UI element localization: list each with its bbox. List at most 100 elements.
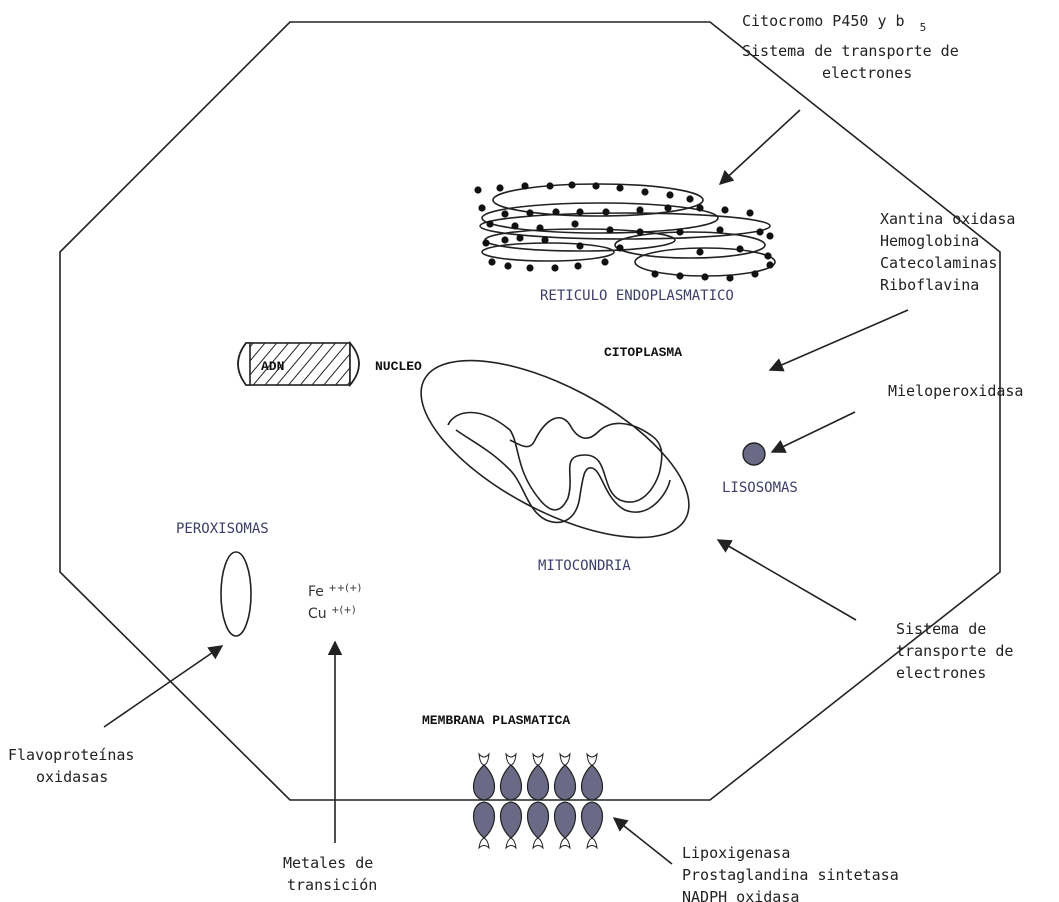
ribosome-dot — [516, 234, 523, 241]
cytochrome-title: Citocromo P450 y b — [742, 12, 905, 30]
ribosome-dot — [736, 245, 743, 252]
peroxisome — [221, 552, 251, 636]
ribosome-dot — [526, 264, 533, 271]
ribosome-dot — [696, 248, 703, 255]
ribosome-dot — [664, 204, 671, 211]
ribosome-dot — [504, 262, 511, 269]
mitochondrion — [395, 325, 715, 573]
metales-line1: Metales de — [283, 854, 373, 872]
cell-membrane-outline — [60, 22, 1000, 800]
ribosome-dot — [766, 261, 773, 268]
mito-transport-line3: electrones — [896, 664, 986, 682]
flavo-line2: oxidasas — [36, 768, 108, 786]
membrane-protein-cap — [533, 754, 543, 765]
ribosome-dot — [606, 226, 613, 233]
ribosome-dot — [576, 242, 583, 249]
fe-label: Fe ++(+) — [308, 583, 361, 600]
citoplasma-label: CITOPLASMA — [604, 345, 682, 360]
ribosome-dot — [474, 186, 481, 193]
ribosome-dot — [602, 208, 609, 215]
membrane-protein-cap — [560, 838, 570, 848]
ribosome-dot — [501, 236, 508, 243]
ribosome-dot — [686, 195, 693, 202]
membrane-protein-cap — [506, 838, 516, 848]
ribosome-dot — [551, 264, 558, 271]
ribosome-dot — [574, 262, 581, 269]
membrane-protein-cap — [560, 754, 570, 765]
ribosome-dot — [616, 244, 623, 251]
ribosome-dot — [536, 224, 543, 231]
ribosome-dot — [521, 182, 528, 189]
mitochondria-arrow — [718, 540, 856, 620]
ribosome-dot — [746, 209, 753, 216]
ribosome-dot — [552, 208, 559, 215]
metales-line2: transición — [287, 876, 377, 894]
ribosome-dot — [721, 206, 728, 213]
membrana-label: MEMBRANA PLASMATICA — [422, 713, 570, 728]
ribosome-dot — [486, 220, 493, 227]
ribosome-dot — [601, 258, 608, 265]
lipox-line1: Lipoxigenasa — [682, 844, 790, 862]
membrane-proteins — [474, 754, 603, 848]
ribosome-dot — [756, 228, 763, 235]
membrane-protein-cap — [506, 754, 516, 765]
ribosome-dot — [576, 208, 583, 215]
er-transport-line2: electrones — [822, 64, 912, 82]
reticulo-label: RETICULO ENDOPLASMATICO — [540, 288, 734, 304]
membrane-protein-cap — [587, 754, 597, 765]
endoplasmic-reticulum — [474, 181, 775, 281]
cytochrome-subscript: 5 — [920, 21, 927, 34]
ribosome-dot — [766, 232, 773, 239]
er-arrow — [720, 110, 800, 184]
ribosome-dot — [636, 228, 643, 235]
membrane-protein-lower — [555, 802, 576, 838]
fe-base: Fe — [308, 584, 324, 600]
lipox-line3: NADPH oxidasa — [682, 888, 799, 902]
mito-transport-line2: transporte de — [896, 642, 1013, 660]
ribosome-dot — [568, 181, 575, 188]
membrane-protein-upper — [501, 765, 522, 800]
ribosome-dot — [546, 182, 553, 189]
ribosome-dot — [676, 272, 683, 279]
lipox-line2: Prostaglandina sintetasa — [682, 866, 899, 884]
membrane-protein-upper — [474, 765, 495, 800]
mieloperoxidasa-label: Mieloperoxidasa — [888, 382, 1023, 400]
xantina-label: Xantina oxidasa — [880, 210, 1015, 228]
catecolaminas-label: Catecolaminas — [880, 254, 997, 272]
membrane-protein-upper — [528, 765, 549, 800]
cu-charge: +(+) — [331, 605, 356, 616]
ribosome-dot — [511, 222, 518, 229]
nucleus — [238, 343, 359, 385]
ribosome-dot — [526, 209, 533, 216]
ribosome-dot — [636, 206, 643, 213]
membrane-protein-lower — [582, 802, 603, 838]
ribosome-dot — [751, 270, 758, 277]
ribosome-dot — [501, 210, 508, 217]
peroxisomas-label: PEROXISOMAS — [176, 521, 269, 537]
ribosome-dot — [726, 274, 733, 281]
ribosome-dot — [571, 220, 578, 227]
membrane-protein-cap — [479, 838, 489, 848]
riboflavina-label: Riboflavina — [880, 276, 979, 294]
ribosome-dot — [716, 226, 723, 233]
ribosome-dot — [641, 188, 648, 195]
membrane-protein-upper — [555, 765, 576, 800]
ribosome-dot — [701, 273, 708, 280]
cytoplasm-arrow — [770, 310, 908, 370]
ribosome-dot — [616, 184, 623, 191]
membrane-protein-cap — [533, 838, 543, 848]
cu-label: Cu +(+) — [308, 605, 356, 622]
ribosome-dot — [478, 204, 485, 211]
lysosome-arrow — [772, 412, 855, 452]
hemoglobina-label: Hemoglobina — [880, 232, 979, 250]
membrane-protein-lower — [528, 802, 549, 838]
er-transport-line1: Sistema de transporte de — [742, 42, 959, 60]
fe-charge: ++(+) — [328, 583, 361, 594]
lisosomas-label: LISOSOMAS — [722, 480, 798, 496]
ribosome-dot — [764, 252, 771, 259]
membrane-protein-upper — [582, 765, 603, 800]
membrane-protein-cap — [479, 754, 489, 765]
ribosome-dot — [482, 239, 489, 246]
